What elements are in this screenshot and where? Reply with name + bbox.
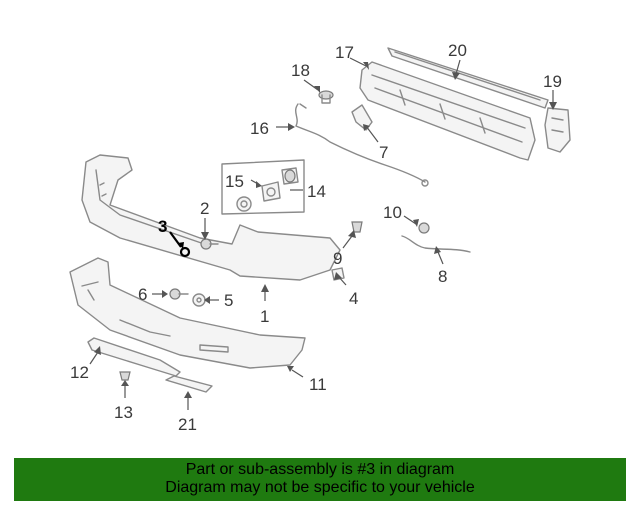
part-20-reinforcement-upper <box>387 47 549 109</box>
callout-19: 19 <box>543 72 562 91</box>
callout-15: 15 <box>225 172 244 191</box>
callout-5: 5 <box>224 291 233 310</box>
callout-6: 6 <box>138 285 147 304</box>
part-2-bolt <box>200 238 219 250</box>
part-14-15-sensor-group <box>221 159 305 215</box>
part-6-bolt <box>169 288 189 300</box>
callout-13: 13 <box>114 403 133 422</box>
callout-17: 17 <box>335 43 354 62</box>
part-10-nut <box>418 222 430 234</box>
part-18-fastener <box>318 90 334 104</box>
part-16-wiring-harness <box>295 103 429 187</box>
parts-diagram: 1 2 3 4 5 6 7 8 9 10 11 12 13 14 15 16 1… <box>69 41 571 434</box>
callout-4: 4 <box>349 289 358 308</box>
callout-10: 10 <box>383 203 402 222</box>
part-12-strip <box>87 337 181 377</box>
part-17-impact-bar <box>359 61 536 161</box>
part-11-lower-fascia <box>69 257 306 369</box>
callout-16: 16 <box>250 119 269 138</box>
callout-7: 7 <box>379 143 388 162</box>
callout-2: 2 <box>200 199 209 218</box>
callout-20: 20 <box>448 41 467 60</box>
part-8-rod <box>401 235 471 253</box>
callout-3: 3 <box>158 217 167 236</box>
callout-9: 9 <box>333 249 342 268</box>
leader-lines <box>89 57 557 410</box>
banner-line-1: Part or sub-assembly is #3 in diagram <box>185 461 455 478</box>
info-banner: Part or sub-assembly is #3 in diagram Di… <box>14 458 626 501</box>
part-1-bumper-cover <box>81 154 341 281</box>
callout-12: 12 <box>70 363 89 382</box>
part-13-clip <box>119 371 131 381</box>
part-9-fastener <box>351 221 363 233</box>
part-21-reflector <box>165 375 213 393</box>
callout-18: 18 <box>291 61 310 80</box>
callout-21: 21 <box>178 415 197 434</box>
banner-line-2: Diagram may not be specific to your vehi… <box>165 479 475 496</box>
callout-1: 1 <box>260 307 269 326</box>
callout-14: 14 <box>307 182 326 201</box>
part-5-retainer <box>192 293 206 307</box>
part-3-highlighted <box>179 246 191 258</box>
callout-8: 8 <box>438 267 447 286</box>
callout-11: 11 <box>309 375 327 394</box>
callout-labels: 1 2 3 4 5 6 7 8 9 10 11 12 13 14 15 16 1… <box>70 41 562 434</box>
part-19-bracket <box>544 107 571 153</box>
